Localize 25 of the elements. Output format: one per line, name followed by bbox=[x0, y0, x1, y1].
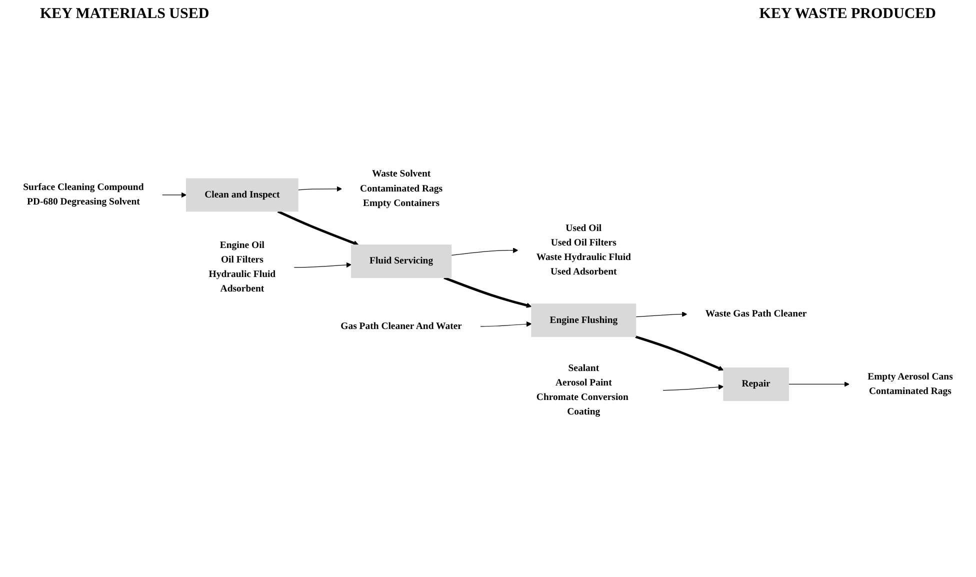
arrow bbox=[451, 247, 518, 256]
node-box: Clean and Inspect bbox=[186, 178, 298, 212]
arrow bbox=[635, 335, 724, 370]
node-text: Sealant Aerosol Paint Chromate Conversion Coating bbox=[536, 362, 628, 417]
arrow bbox=[444, 276, 532, 308]
node-text: Empty Aerosol Cans Contaminated Rags bbox=[868, 371, 953, 396]
arrow bbox=[636, 311, 688, 317]
column-heading: KEY MATERIALS USED bbox=[40, 6, 210, 23]
node-text: Surface Cleaning Compound PD-680 Degreasing Solvent bbox=[23, 182, 144, 207]
arrow bbox=[662, 384, 724, 390]
arrow bbox=[277, 210, 359, 246]
node-text: Used Oil Used Oil Filters Waste Hydraulic Fluid Used Adsorbent bbox=[536, 222, 631, 277]
node-box: Repair bbox=[723, 367, 789, 401]
column-heading: KEY WASTE PRODUCED bbox=[759, 6, 936, 23]
arrow bbox=[294, 262, 352, 268]
arrow bbox=[162, 192, 187, 198]
node-text: Waste Solvent Contaminated Rags Empty Containers bbox=[360, 168, 443, 208]
node-box: Fluid Servicing bbox=[350, 244, 452, 278]
node-box: Engine Flushing bbox=[531, 303, 636, 337]
node-text: Waste Gas Path Cleaner bbox=[705, 308, 807, 319]
arrow bbox=[480, 321, 532, 327]
arrow bbox=[788, 381, 850, 387]
arrow bbox=[298, 186, 342, 192]
node-text: Gas Path Cleaner And Water bbox=[340, 320, 462, 332]
node-text: Engine Oil Oil Filters Hydraulic Fluid Adsorbent bbox=[208, 240, 276, 294]
